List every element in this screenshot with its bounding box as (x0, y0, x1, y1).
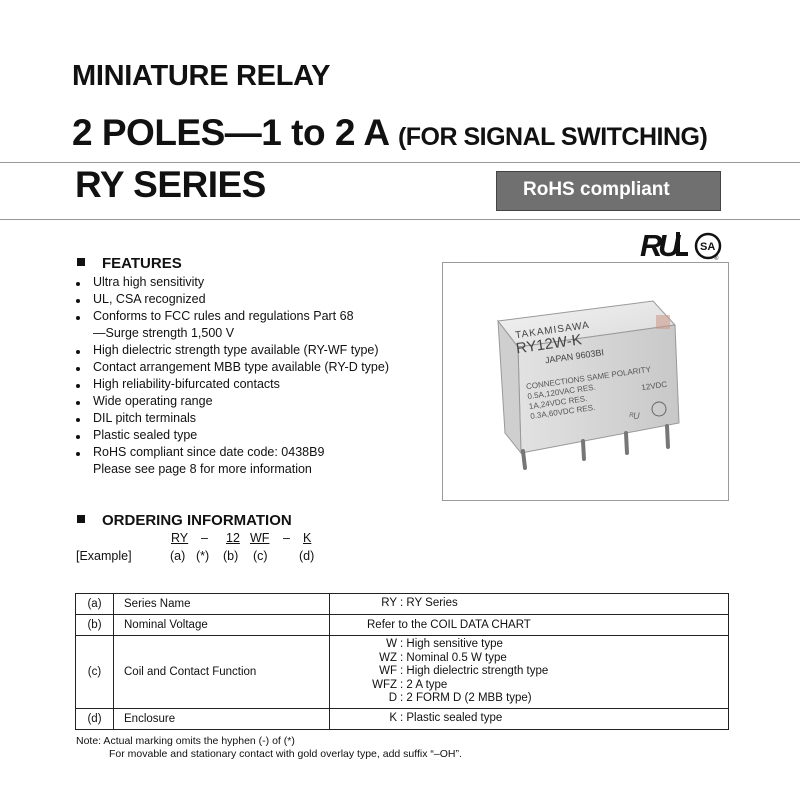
row-options: RY: RY Series (329, 593, 729, 615)
ul-recognized-icon: R U (640, 228, 688, 263)
rohs-badge: RoHS compliant (496, 171, 721, 211)
footnote: Note: Actual marking omits the hyphen (-… (76, 735, 462, 761)
option-code: K (389, 712, 397, 725)
features-heading: FEATURES (77, 255, 182, 272)
certification-logos: R U SA ® (638, 228, 730, 263)
option-code: W (386, 638, 397, 651)
option-code: RY (381, 597, 397, 610)
feature-item: Wide operating range (76, 393, 389, 410)
section-square-icon (77, 258, 85, 266)
feature-item: High dielectric strength type available … (76, 342, 389, 359)
footnote-line-1: Note: Actual marking omits the hyphen (-… (76, 735, 295, 747)
feature-item: High reliability-bifurcated contacts (76, 376, 389, 393)
row-id: (b) (75, 614, 114, 636)
svg-text:ᴿU: ᴿU (629, 411, 640, 421)
row-options: K: Plastic sealed type (329, 708, 729, 730)
option-desc: : High dielectric strength type (400, 665, 549, 678)
ordering-code-hyphen: – (201, 531, 208, 545)
option-desc: : 2 A type (400, 678, 448, 691)
feature-item: —Surge strength 1,500 V (93, 326, 235, 340)
ordering-code-series: RY (171, 531, 189, 545)
option-code: WF (379, 665, 397, 678)
row-options: W: High sensitive type WZ: Nominal 0.5 W… (329, 635, 729, 709)
ordering-ref-star: (*) (196, 549, 210, 563)
ordering-ref-c: (c) (253, 549, 268, 563)
relay-ul-csa-marks-icon: ᴿU (629, 401, 667, 421)
option-desc: : Nominal 0.5 W type (400, 651, 507, 664)
ordering-ref-b: (b) (223, 549, 239, 563)
divider-bottom (0, 219, 800, 220)
ordering-ref-a: (a) (170, 549, 186, 563)
relay-body (497, 300, 680, 455)
feature-item: Conforms to FCC rules and regulations Pa… (76, 308, 389, 325)
option-desc: : High sensitive type (400, 638, 503, 651)
option-code: WFZ (372, 678, 397, 691)
option-code: WZ (379, 651, 397, 664)
ordering-ref-d: (d) (299, 549, 315, 563)
feature-item: Contact arrangement MBB type available (… (76, 359, 389, 376)
ordering-code-enclosure: K (303, 531, 312, 545)
row-id: (d) (75, 708, 114, 730)
features-heading-label: FEATURES (102, 255, 182, 272)
option-desc: : RY Series (400, 597, 458, 610)
page-title: MINIATURE RELAY (72, 60, 331, 92)
csa-icon: SA ® (694, 232, 722, 262)
svg-text:®: ® (714, 255, 719, 261)
option-code: D (388, 692, 397, 705)
row-name: Nominal Voltage (113, 614, 330, 636)
row-name: Series Name (113, 593, 330, 615)
option-desc: : Plastic sealed type (400, 712, 503, 725)
page-subtitle: 2 POLES—1 to 2 A (FOR SIGNAL SWITCHING) (72, 112, 708, 154)
features-list: Ultra high sensitivity UL, CSA recognize… (76, 274, 389, 478)
section-square-icon (77, 515, 85, 523)
ordering-table: (a) Series Name RY: RY Series (b) Nomina… (75, 593, 729, 730)
row-text: Refer to the COIL DATA CHART (329, 614, 729, 636)
row-id: (a) (75, 593, 114, 615)
subtitle-sub: (FOR SIGNAL SWITCHING) (397, 123, 708, 151)
divider-top (0, 162, 800, 163)
feature-item: Ultra high sensitivity (76, 274, 389, 291)
feature-item: DIL pitch terminals (76, 410, 389, 427)
table-row: (b) Nominal Voltage Refer to the COIL DA… (75, 614, 729, 636)
feature-item: Please see page 8 for more information (93, 462, 312, 476)
ordering-code-voltage: 12 (226, 531, 240, 545)
feature-item: Plastic sealed type (76, 427, 389, 444)
series-title: RY SERIES (75, 164, 266, 205)
svg-text:SA: SA (700, 241, 715, 253)
table-row: (a) Series Name RY: RY Series (75, 593, 729, 615)
relay-photo: TAKAMISAWA RY12W-K JAPAN 9603BI CONNECTI… (442, 262, 729, 501)
ordering-code-function: WF (250, 531, 270, 545)
row-name: Coil and Contact Function (113, 635, 330, 709)
example-label: [Example] (76, 549, 132, 563)
ordering-code-hyphen: – (283, 531, 290, 545)
ordering-heading-label: ORDERING INFORMATION (102, 512, 292, 529)
row-id: (c) (75, 635, 114, 709)
feature-item: RoHS compliant since date code: 0438B9 (76, 444, 389, 461)
table-row: (c) Coil and Contact Function W: High se… (75, 635, 729, 709)
option-desc: : 2 FORM D (2 MBB type) (400, 692, 532, 705)
row-name: Enclosure (113, 708, 330, 730)
subtitle-main: 2 POLES—1 to 2 A (72, 112, 389, 153)
relay-pins (521, 424, 670, 470)
svg-text:R: R (640, 229, 663, 261)
ordering-heading: ORDERING INFORMATION (77, 512, 292, 529)
feature-item: UL, CSA recognized (76, 291, 389, 308)
relay-voltage: 12VDC (641, 380, 668, 393)
footnote-line-2: For movable and stationary contact with … (109, 748, 462, 760)
table-row: (d) Enclosure K: Plastic sealed type (75, 708, 729, 730)
